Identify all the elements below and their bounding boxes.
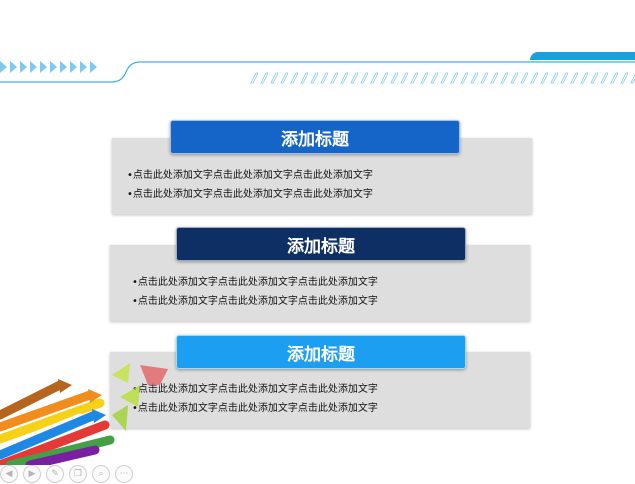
section-3-bullet-1: •点击此处添加文字点击此处添加文字点击此处添加文字 — [132, 384, 378, 395]
section-3-bullet-2: •点击此处添加文字点击此处添加文字点击此处添加文字 — [132, 403, 378, 414]
section-1-bullet-1: •点击此处添加文字点击此处添加文字点击此处添加文字 — [127, 170, 373, 181]
pen-icon[interactable]: ✎ — [46, 465, 64, 483]
zoom-icon[interactable]: ⌕ — [92, 465, 110, 483]
slash-pattern-decoration — [248, 72, 635, 84]
header-blue-tab — [530, 52, 635, 60]
section-title-3[interactable]: 添加标题 — [176, 335, 466, 369]
section-title-2[interactable]: 添加标题 — [176, 227, 466, 261]
section-title-1[interactable]: 添加标题 — [170, 120, 460, 154]
colorful-arrows-decoration — [0, 363, 168, 465]
slideshow-toolbar: ◀ ▶ ✎ ❐ ⌕ ··· — [0, 465, 133, 483]
next-icon[interactable]: ▶ — [23, 465, 41, 483]
previous-icon[interactable]: ◀ — [0, 465, 18, 483]
section-2-bullet-2: •点击此处添加文字点击此处添加文字点击此处添加文字 — [132, 296, 378, 307]
copy-icon[interactable]: ❐ — [69, 465, 87, 483]
chevron-decoration — [0, 61, 100, 75]
section-2-bullet-1: •点击此处添加文字点击此处添加文字点击此处添加文字 — [132, 277, 378, 288]
header-decoration — [0, 61, 635, 83]
more-icon[interactable]: ··· — [115, 465, 133, 483]
section-1-bullet-2: •点击此处添加文字点击此处添加文字点击此处添加文字 — [127, 189, 373, 200]
